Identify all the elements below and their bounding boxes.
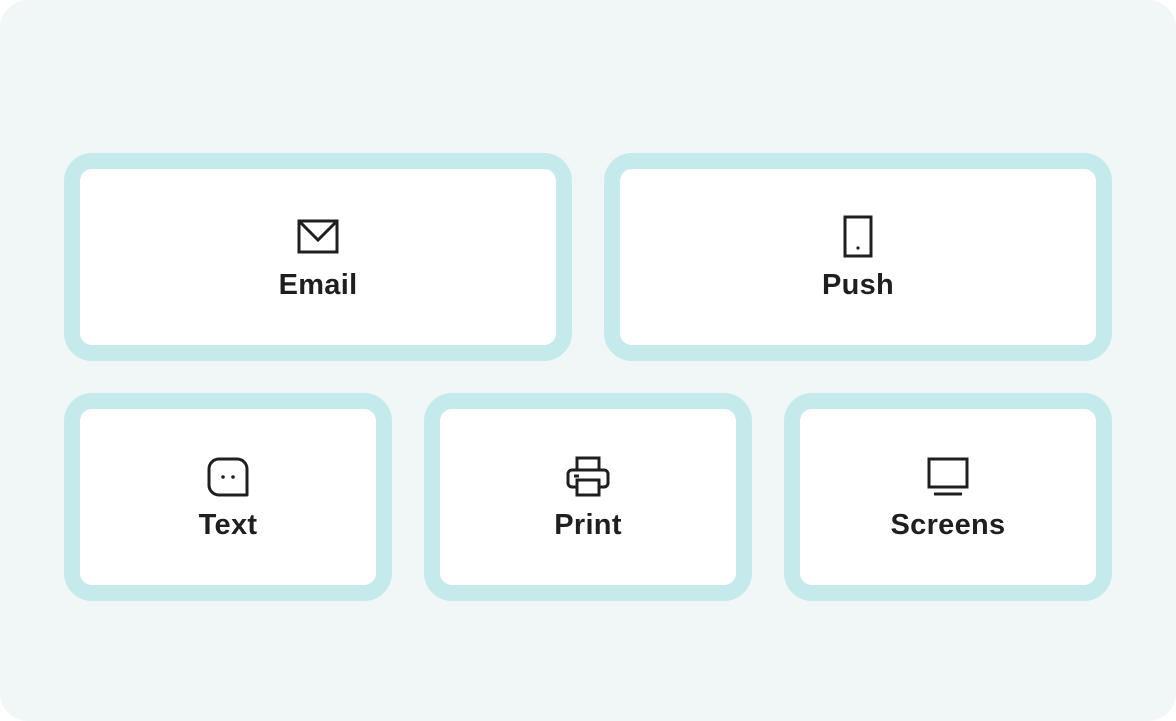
push-label: Push	[821, 268, 895, 301]
email-label: Email	[278, 268, 358, 301]
print-label: Print	[554, 508, 622, 541]
print-channel-card[interactable]: Print	[424, 393, 752, 601]
email-channel-card[interactable]: Email	[64, 153, 572, 361]
mobile-phone-icon	[836, 215, 880, 259]
text-channel-card[interactable]: Text	[64, 393, 392, 601]
screens-channel-card[interactable]: Screens	[784, 393, 1112, 601]
printer-icon	[566, 455, 610, 499]
screens-label: Screens	[890, 508, 1006, 541]
text-label: Text	[198, 508, 258, 541]
envelope-icon	[296, 215, 340, 259]
monitor-icon	[926, 455, 970, 499]
push-channel-card[interactable]: Push	[604, 153, 1112, 361]
chat-bubble-icon	[206, 455, 250, 499]
